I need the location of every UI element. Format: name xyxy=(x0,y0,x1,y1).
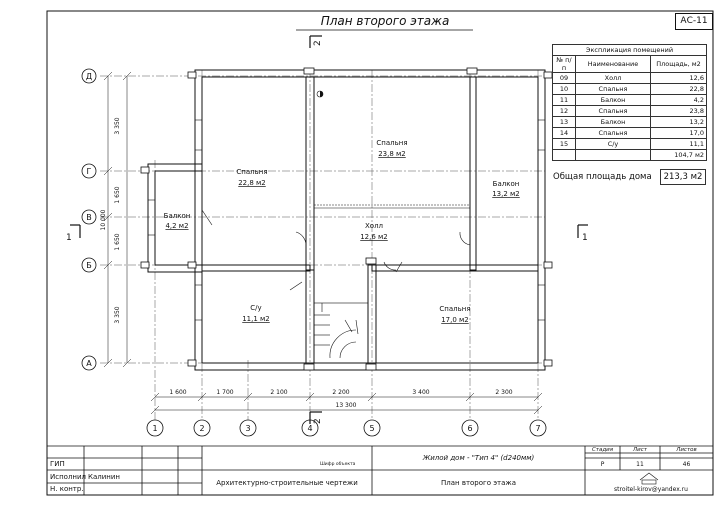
axis-letter: А xyxy=(86,359,92,368)
sheet-number: 11 xyxy=(636,460,644,468)
sheets-total: 46 xyxy=(682,460,691,468)
room-name: Спальня xyxy=(439,305,470,313)
total-area-label: Общая площадь дома xyxy=(553,172,652,182)
table-row: 12 Спальня 23,8 xyxy=(552,105,707,117)
sheets-label: Листов xyxy=(676,446,697,453)
room-name: Спальня xyxy=(376,139,407,147)
cut-label-2: 2 xyxy=(313,40,323,46)
dim-bottom-total: 13 300 xyxy=(336,402,357,409)
table-header: № п/п xyxy=(552,55,576,73)
table-row: 09 Холл 12,6 xyxy=(552,72,707,84)
axis-number: 4 xyxy=(307,424,312,433)
dim-bottom: 2 100 xyxy=(270,389,287,396)
role-norm-control: Н. контр. xyxy=(50,485,84,493)
sheet-label: Лист xyxy=(633,446,647,453)
table-header: Наименование xyxy=(575,55,651,73)
role-executor: Исполнил xyxy=(50,472,87,481)
room-area: 22,8 м2 xyxy=(238,179,266,187)
table-row-sum: 104,7 м2 xyxy=(552,149,707,161)
dim-left-total: 10 000 xyxy=(100,209,107,230)
room-area: 12,6 м2 xyxy=(360,233,388,241)
dim-bottom: 1 600 xyxy=(169,389,186,396)
dim-bottom: 2 300 xyxy=(495,389,512,396)
company-logo-icon xyxy=(639,472,659,485)
table-row: 14 Спальня 17,0 xyxy=(552,127,707,139)
table-row: 13 Балкон 13,2 xyxy=(552,116,707,128)
stage-value: Р xyxy=(600,460,605,468)
project-name: Жилой дом - "Тип 4" (d240мм) xyxy=(422,454,535,462)
room-area: 23,8 м2 xyxy=(378,150,406,158)
axis-number: 2 xyxy=(199,424,204,433)
dim-left: 3 350 xyxy=(114,117,121,134)
axis-letter: Б xyxy=(86,261,92,270)
cut-label-1: 1 xyxy=(66,233,72,243)
room-name: С/у xyxy=(250,304,261,312)
table-row: 11 Балкон 4,2 xyxy=(552,94,707,106)
sheet-title: План второго этажа xyxy=(320,14,450,28)
room-area: 4,2 м2 xyxy=(165,222,188,230)
table-row: 15 С/у 11,1 xyxy=(552,138,707,150)
room-name: Балкон xyxy=(493,180,520,188)
cut-label-2: 2 xyxy=(313,418,323,424)
axis-letter: Г xyxy=(87,167,92,176)
room-area: 11,1 м2 xyxy=(242,315,270,323)
axis-number: 7 xyxy=(535,424,540,433)
axis-number: 6 xyxy=(467,424,472,433)
axis-letter: В xyxy=(86,213,92,222)
table-header: Площадь, м2 xyxy=(650,55,707,73)
author-name: Калинин xyxy=(88,472,120,481)
explication-caption: Экспликация помещений xyxy=(552,44,707,56)
dim-bottom: 3 400 xyxy=(412,389,429,396)
dim-bottom: 2 200 xyxy=(332,389,349,396)
object-code-label: Шифр объекта xyxy=(320,462,356,467)
cut-label-1: 1 xyxy=(582,233,588,243)
total-area-value: 213,3 м2 xyxy=(660,169,706,185)
dim-left: 1 650 xyxy=(114,186,121,203)
role-gip: ГИП xyxy=(50,460,65,468)
explication-table: Экспликация помещений № п/п Наименование… xyxy=(552,44,707,161)
axis-number: 5 xyxy=(369,424,374,433)
dim-left: 1 650 xyxy=(114,233,121,250)
axis-number: 1 xyxy=(152,424,157,433)
sheet-name: План второго этажа xyxy=(440,479,517,487)
room-name: Балкон xyxy=(164,212,191,220)
table-row: 10 Спальня 22,8 xyxy=(552,83,707,95)
room-area: 13,2 м2 xyxy=(492,190,520,198)
axis-letter: Д xyxy=(86,72,92,81)
room-name: Холл xyxy=(365,222,383,230)
room-area: 17,0 м2 xyxy=(441,316,469,324)
room-name: Спальня xyxy=(236,168,267,176)
dim-bottom: 1 700 xyxy=(216,389,233,396)
explication-sum: 104,7 м2 xyxy=(650,149,707,161)
dim-left: 3 350 xyxy=(114,306,121,323)
stage-label: Стадия xyxy=(591,446,614,453)
section-name: Архитектурно-строительные чертежи xyxy=(216,479,358,487)
axis-number: 3 xyxy=(245,424,250,433)
contact-email: stroitel-kirov@yandex.ru xyxy=(614,486,688,493)
